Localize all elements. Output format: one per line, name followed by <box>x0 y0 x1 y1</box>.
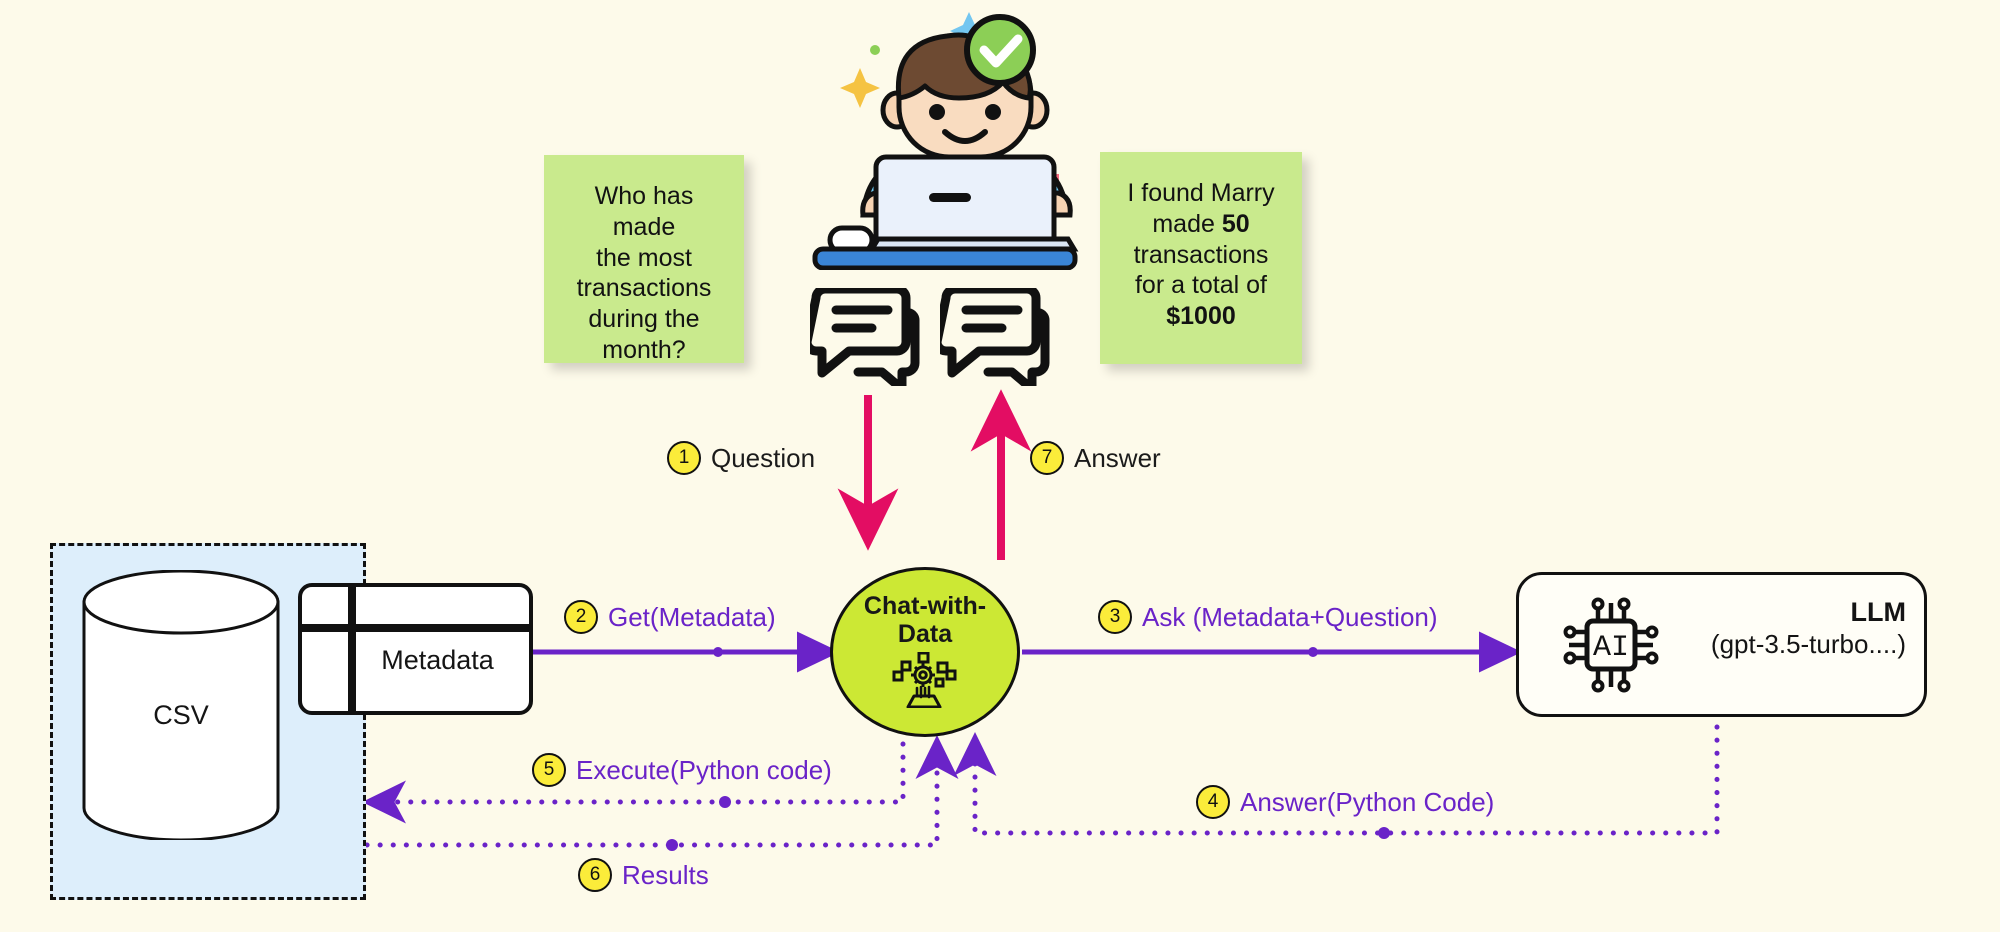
step-4-label: Answer(Python Code) <box>1240 786 1495 817</box>
chat-with-data-node[interactable]: Chat-with- Data <box>830 567 1020 737</box>
step-2-get-metadata: 2 Get(Metadata) <box>564 600 776 634</box>
check-badge-icon <box>964 14 1036 86</box>
sticky-note-question: Who has made the most transactions durin… <box>544 155 744 364</box>
arrow-execute-python-code <box>361 741 906 824</box>
svg-text:AI: AI <box>1593 631 1629 665</box>
step-3-ask-llm: 3 Ask (Metadata+Question) <box>1098 600 1438 634</box>
step-5-number: 5 <box>532 753 566 787</box>
chat-bubble-icon-left <box>810 288 920 386</box>
ai-chip-icon: AI <box>1563 597 1659 692</box>
step-3-number: 3 <box>1098 600 1132 634</box>
step-7-label: Answer <box>1074 442 1161 473</box>
dot-icon <box>870 45 880 55</box>
step-1-question: 1 Question <box>667 441 815 475</box>
chat-with-data-label-line-2: Data <box>897 620 953 648</box>
question-line-4: during the <box>588 305 700 333</box>
data-processing-icon <box>892 652 957 708</box>
step-2-number: 2 <box>564 600 598 634</box>
answer-line-3: transactions <box>1133 240 1269 269</box>
arrow-ask-llm <box>1022 631 1523 673</box>
answer-total-amount: $1000 <box>1166 302 1236 330</box>
database-cylinder-icon <box>82 570 280 840</box>
question-line-5: month? <box>602 335 686 364</box>
arrow-answer-python-code <box>953 724 1720 839</box>
step-1-number: 1 <box>667 441 701 475</box>
question-line-3: transactions <box>576 274 712 303</box>
step-6-results: 6 Results <box>578 858 709 892</box>
sticky-note-answer: I found Marry made 50 transactions for a… <box>1100 152 1302 364</box>
step-2-label: Get(Metadata) <box>608 601 776 632</box>
answer-line-4: for a total of <box>1134 271 1268 300</box>
step-1-label: Question <box>711 442 816 473</box>
llm-subtitle: (gpt-3.5-turbo....) <box>1710 629 1906 660</box>
answer-line-1: I found Marry <box>1127 179 1275 207</box>
answer-transaction-count: 50 <box>1221 209 1250 238</box>
step-7-number: 7 <box>1030 441 1064 475</box>
person-at-laptop-icon <box>812 12 1079 270</box>
llm-title: LLM <box>1850 597 1906 627</box>
chat-bubble-icon-right <box>940 288 1050 386</box>
step-7-answer: 7 Answer <box>1030 441 1161 475</box>
step-4-number: 4 <box>1196 785 1230 819</box>
llm-node[interactable]: AI LLM (gpt-3.5-turbo....) <box>1516 572 1927 717</box>
step-5-label: Execute(Python code) <box>576 754 832 785</box>
step-6-label: Results <box>622 859 709 890</box>
arrow-results <box>364 734 959 851</box>
sparkle-icon <box>840 68 880 108</box>
csv-label: CSV <box>153 700 209 730</box>
step-6-number: 6 <box>578 858 612 892</box>
sparkle-icon <box>950 12 988 50</box>
table-card-icon <box>302 587 533 715</box>
step-5-execute-python-code: 5 Execute(Python code) <box>532 753 832 787</box>
answer-line-2-text: made <box>1152 209 1222 238</box>
metadata-card[interactable]: Metadata <box>298 583 533 715</box>
desk-icon <box>812 246 1078 270</box>
answer-line-2: made 50 <box>1116 209 1286 240</box>
step-4-answer-python-code: 4 Answer(Python Code) <box>1196 785 1494 819</box>
metadata-label: Metadata <box>381 645 494 675</box>
step-3-label: Ask (Metadata+Question) <box>1142 601 1438 632</box>
question-line-1: Who has made <box>594 182 694 241</box>
chat-with-data-label-line-1: Chat-with- <box>863 592 987 620</box>
arrow-get-metadata <box>533 631 841 673</box>
question-line-2: the most <box>596 243 692 272</box>
